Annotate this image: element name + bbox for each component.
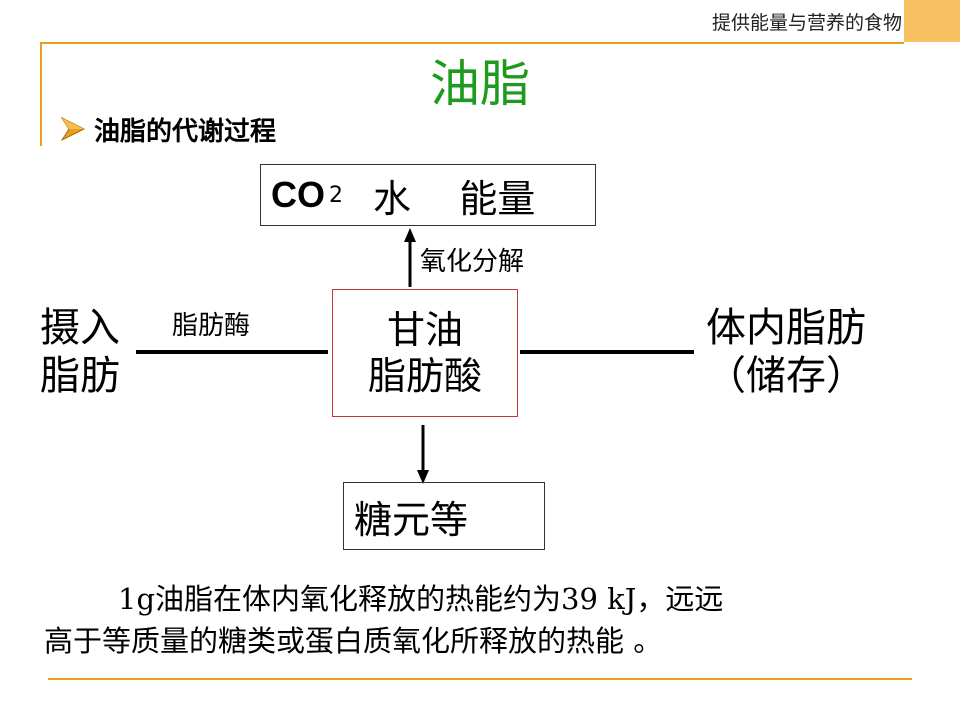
glycogen-box: 糖元等 [343,482,545,550]
co2-subscript: 2 [329,182,343,208]
header-corner-block [904,0,960,42]
arrow-bullet-icon [60,116,86,142]
intake-line1: 摄入 [40,305,120,351]
glycerol-label: 甘油 [386,308,463,352]
footer-divider [48,678,912,680]
glycogen-label: 糖元等 [354,497,469,542]
oxidation-arrow-head [404,228,416,242]
energy-paragraph: 1g油脂在体内氧化释放的热能约为39 kJ，远远 高于等质量的糖类或蛋白质氧化所… [44,578,904,662]
paragraph-line1: 1g油脂在体内氧化释放的热能约为39 kJ，远远 [118,582,724,616]
page-title: 油脂 [430,55,530,113]
intake-fat-label: 摄入 脂肪 [40,304,120,400]
subtitle: 油脂的代谢过程 [94,116,277,147]
body-fat-line1: 体内脂肪 [706,305,866,351]
lipase-label: 脂肪酶 [172,311,251,341]
glycogen-arrow-head [417,470,429,484]
water-energy-label: 水 能量 [373,176,536,221]
body-fat-label: 体内脂肪 （储存） [706,304,866,400]
glycerol-fatty-acid-box: 甘油 脂肪酸 [332,289,518,417]
oxidation-label: 氧化分解 [420,247,525,277]
fatty-acid-label: 脂肪酸 [367,354,482,398]
paragraph-line2: 高于等质量的糖类或蛋白质氧化所释放的热能 。 [44,624,663,658]
co2-label: CO [271,174,325,215]
header-text: 提供能量与营养的食物 [711,12,902,34]
subtitle-row: 油脂的代谢过程 [60,112,277,147]
left-accent-line [40,42,42,146]
body-fat-line2: （储存） [706,353,866,399]
header-divider [40,42,904,44]
intake-line2: 脂肪 [40,353,120,399]
